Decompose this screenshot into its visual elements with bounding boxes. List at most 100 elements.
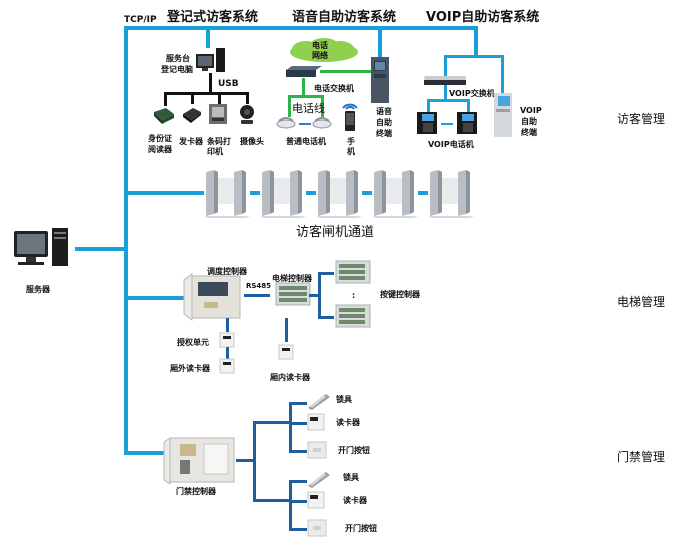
cloud-label-1: 电话 xyxy=(312,41,328,50)
registration-pc-icon xyxy=(196,48,225,72)
barcode-printer-label-1: 条码打 xyxy=(207,137,231,146)
ac-button-link xyxy=(289,528,307,531)
voip-system-title: VOIP自助访客系统 xyxy=(426,10,540,25)
turnstile-gate-icon xyxy=(316,170,362,218)
barcode-printer-icon xyxy=(209,104,227,124)
ac-lock-link xyxy=(289,480,307,483)
inside-reader-icon xyxy=(278,344,294,360)
ac-branch-trunk xyxy=(289,402,292,452)
cloud-label-2: 网络 xyxy=(312,51,328,60)
card-reader-icon xyxy=(307,491,325,509)
mobile-phone-icon xyxy=(342,103,358,131)
voice-kiosk-icon xyxy=(371,57,389,103)
card-reader-icon xyxy=(307,413,325,431)
voip-switch-drop xyxy=(444,55,447,77)
keys-bottom xyxy=(318,316,334,319)
ac-trunk xyxy=(253,421,256,501)
server-label: 服务器 xyxy=(26,285,50,294)
elevator-link xyxy=(124,296,184,300)
section-access-label: 门禁管理 xyxy=(617,450,666,464)
card-issuer-icon xyxy=(183,108,201,123)
voice-kiosk-label-1: 语音 xyxy=(376,107,392,116)
registered-drop xyxy=(206,26,210,48)
phone-line-h xyxy=(288,95,324,98)
keys-top xyxy=(318,272,334,275)
voice-kiosk-label-2: 自助 xyxy=(376,118,392,127)
inside-reader-label: 厢内读卡器 xyxy=(270,373,310,382)
voip-phone-icon xyxy=(457,112,477,134)
telephone-switch-label: 电话交换机 xyxy=(314,84,354,93)
switch-kiosk-line xyxy=(320,70,372,73)
voip-switch-down xyxy=(444,85,447,100)
access-link xyxy=(124,451,166,455)
mobile-label-2: 机 xyxy=(347,147,355,156)
card-reader-label: 读卡器 xyxy=(336,418,360,427)
desktop-computer-icon xyxy=(14,228,68,266)
ac-out xyxy=(236,459,254,462)
voip-phone-link xyxy=(441,123,453,125)
ac-button-link xyxy=(289,450,307,453)
outside-reader-icon xyxy=(219,358,235,374)
ac-branch-trunk xyxy=(289,480,292,530)
card-issuer-label: 发卡器 xyxy=(179,137,203,146)
gate-link-segment xyxy=(418,191,428,195)
turnstile-gate-icon xyxy=(428,170,474,218)
turnstile-gate-icon xyxy=(204,170,250,218)
voip-phone2-drop xyxy=(467,99,470,113)
voip-drop xyxy=(474,26,478,56)
server-link xyxy=(75,247,127,251)
voip-branch-h xyxy=(444,55,504,58)
outside-reader-label: 厢外读卡器 xyxy=(170,364,210,373)
section-elevator-label: 电梯管理 xyxy=(617,295,666,309)
turnstile-gate-icon xyxy=(260,170,306,218)
voip-phone-label: VOIP电话机 xyxy=(428,140,474,149)
voice-kiosk-drop xyxy=(378,26,382,60)
auth-unit-label: 授权单元 xyxy=(177,338,209,347)
phone-line-right xyxy=(321,95,324,117)
phone-link xyxy=(299,123,311,125)
ac-lock-link xyxy=(289,402,307,405)
voip-kiosk-label-1: VOIP xyxy=(520,106,542,115)
webcam-icon xyxy=(240,105,254,124)
exit-button-label: 开门按钮 xyxy=(338,446,370,455)
key-controller-icon xyxy=(335,304,371,328)
exit-button-icon xyxy=(307,519,327,537)
id-card-reader-icon xyxy=(154,108,174,124)
access-controller-icon xyxy=(163,437,235,485)
ac-group2-h xyxy=(253,499,291,502)
lock-label: 锁具 xyxy=(336,395,352,404)
usb-label: USB xyxy=(218,79,239,89)
exit-button-icon xyxy=(307,441,327,459)
ac-reader-link xyxy=(289,500,307,503)
usb-trunk xyxy=(209,73,212,93)
voip-kiosk-label-2: 自助 xyxy=(521,117,537,126)
auth-unit-icon xyxy=(219,332,235,348)
usb-bus xyxy=(164,92,248,95)
voice-system-title: 语音自助访客系统 xyxy=(292,10,397,25)
tcp-ip-label: TCP/IP xyxy=(124,15,157,25)
voip-phones-h xyxy=(427,99,469,102)
keys-trunk xyxy=(318,272,321,318)
voip-switch-label: VOIP交换机 xyxy=(449,89,495,98)
gate-link-segment xyxy=(306,191,316,195)
webcam-label: 摄像头 xyxy=(240,137,264,146)
visitor-gates-row xyxy=(204,168,474,220)
usb-drop-2 xyxy=(191,92,194,104)
phone-line-label: 电话线 xyxy=(292,102,325,115)
desk-phone-icon xyxy=(312,117,332,129)
ac-reader-link xyxy=(289,422,307,425)
lock-icon xyxy=(308,472,330,488)
telephone-switch-icon xyxy=(286,66,322,77)
barcode-printer-label-2: 印机 xyxy=(207,147,223,156)
gate-link-segment xyxy=(250,191,260,195)
key-controller-label: 按键控制器 xyxy=(380,290,420,299)
voip-phone-icon xyxy=(417,112,437,134)
dispatch-controller-icon xyxy=(183,273,241,321)
mobile-label-1: 手 xyxy=(347,137,355,146)
elevator-controller-label: 电梯控制器 xyxy=(272,274,312,283)
usb-drop-4 xyxy=(246,92,249,104)
gate-link-segment xyxy=(362,191,372,195)
inside-reader-drop xyxy=(285,318,288,342)
desk-phone-label: 普通电话机 xyxy=(286,137,326,146)
elevator-controller-icon xyxy=(275,282,311,306)
